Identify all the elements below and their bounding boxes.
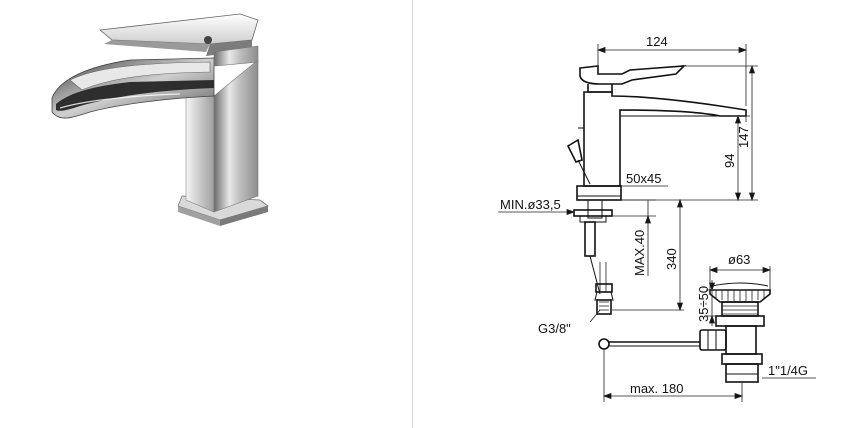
dim-drain-thread-label: 1"1/4G xyxy=(768,363,808,378)
dim-drain-diameter-label: ø63 xyxy=(728,252,750,267)
dimension-drawing: 124 147 94 50x45 MIN.ø33,5 MAX.40 340 G3… xyxy=(498,34,816,402)
dimension-labels: 124 147 94 50x45 MIN.ø33,5 MAX.40 340 G3… xyxy=(500,34,808,396)
dimension-lines xyxy=(498,44,816,402)
dim-hose-length-label: 340 xyxy=(664,248,679,270)
faucet-body xyxy=(185,59,259,213)
dim-width-label: 124 xyxy=(646,34,668,49)
dim-spout-height-label: 94 xyxy=(722,154,737,168)
dim-drain-range-label: 35÷50 xyxy=(696,286,711,322)
faucet-side-view xyxy=(566,65,747,350)
lever-handle xyxy=(99,13,259,67)
waterfall-spout xyxy=(51,57,215,119)
dim-min-hole-label: MIN.ø33,5 xyxy=(500,197,561,212)
lever-screw-icon xyxy=(204,36,212,44)
faucet-rendering xyxy=(51,13,269,226)
dim-max-distance-label: max. 180 xyxy=(630,381,683,396)
dim-base-label: 50x45 xyxy=(626,171,661,186)
technical-drawing: 124 147 94 50x45 MIN.ø33,5 MAX.40 340 G3… xyxy=(414,0,852,428)
dim-thread-label: G3/8" xyxy=(538,321,571,336)
product-photo xyxy=(0,0,412,428)
dim-total-height-label: 147 xyxy=(736,126,751,148)
panel-divider xyxy=(412,0,413,428)
dim-max-deck-label: MAX.40 xyxy=(632,230,647,276)
